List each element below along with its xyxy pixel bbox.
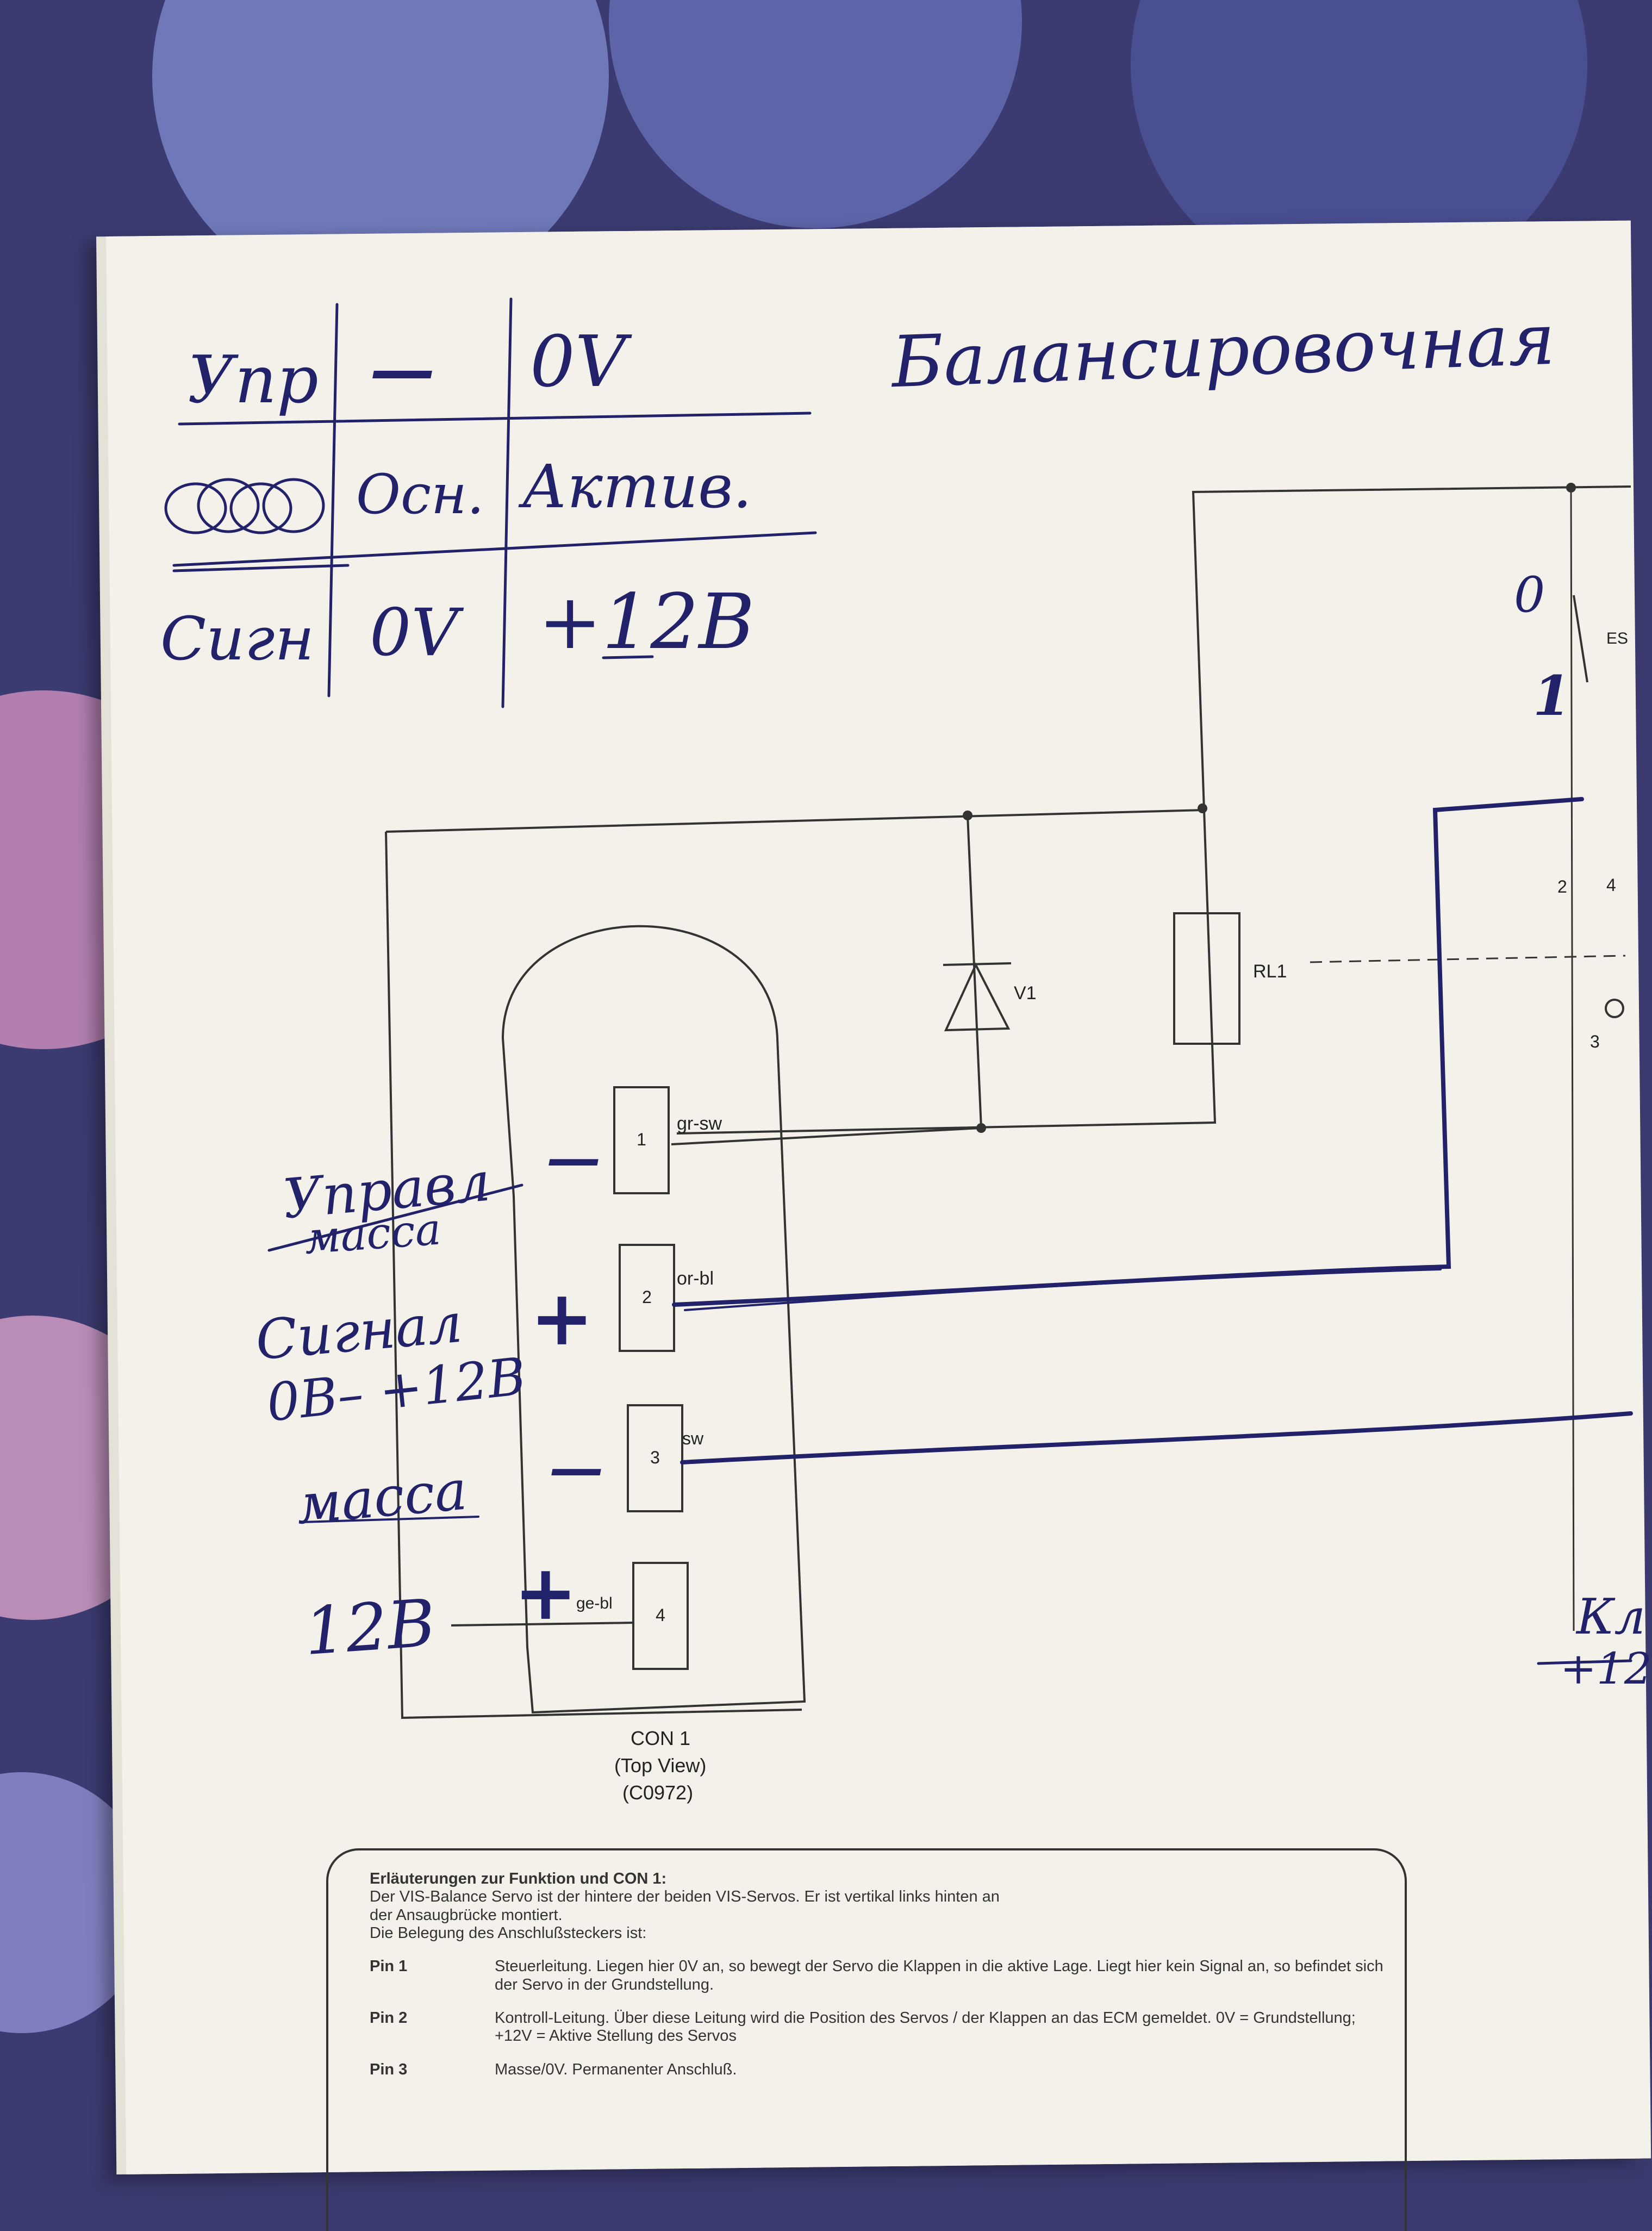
notes-pin-label: Pin 1: [370, 1958, 408, 1976]
ink-trace-pin2-b: [684, 1268, 1442, 1311]
connector-name: CON 1: [631, 1727, 691, 1749]
notes-pin-label: Pin 2: [370, 2009, 408, 2027]
notes-pin-text: Masse/0V. Permanenter Anschluß.: [495, 2060, 737, 2078]
relay-pin-3: 3: [1590, 1032, 1600, 1051]
relay-coil: [1173, 912, 1240, 1045]
wire-code-3: sw: [682, 1429, 704, 1448]
sign-pin-1: —: [546, 1126, 601, 1190]
ink-scribble: [164, 478, 325, 534]
ink-trace-pin2: [672, 797, 1584, 1307]
relay-pin-4: 4: [1606, 875, 1616, 895]
switch-pin-3: [1605, 999, 1624, 1018]
table-cell-r1c3: 0V: [530, 320, 626, 403]
ink-table-grid: [172, 297, 817, 708]
pin4-wire: [451, 1622, 634, 1626]
diode-label: V1: [1014, 983, 1037, 1004]
ink-trace-pin3: [680, 1411, 1633, 1465]
switch-label: ES: [1606, 630, 1629, 647]
right-edge-label-2: +12: [1560, 1643, 1652, 1694]
connector-code: (C0972): [622, 1781, 694, 1804]
notes-intro-1: Der VIS-Balance Servo ist der hintere de…: [370, 1888, 1000, 1906]
relay-label: RL1: [1253, 961, 1287, 982]
table-cell-r3c2: 0V: [370, 595, 459, 671]
supply-line: [1192, 485, 1631, 811]
notes-pin-text: Kontroll-Leitung. Über diese Leitung wir…: [495, 2009, 1356, 2045]
right-edge-label-1: Кл: [1576, 1588, 1645, 1646]
table-cell-r1c2: —: [370, 331, 435, 408]
pin-number-2: 2: [642, 1287, 652, 1307]
connector-view: (Top View): [614, 1754, 707, 1777]
wire-code-2: or-bl: [677, 1268, 714, 1289]
pin-box-2: [619, 1244, 675, 1352]
enclosure-outline: [385, 808, 1217, 1135]
table-cell-r3c1: Сигн: [160, 604, 315, 674]
sign-pin-3: —: [549, 1436, 603, 1500]
notes-text: Erläuterungen zur Funktion und CON 1: De…: [370, 1870, 1392, 2079]
switch-mark-1: 1: [1533, 664, 1571, 728]
relay-pin-2: 2: [1557, 877, 1567, 896]
side-label-ground: масса: [294, 1458, 470, 1537]
switch-mark-0: 0: [1514, 566, 1545, 624]
switch-contact: [1573, 595, 1588, 683]
notes-heading: Erläuterungen zur Funktion und CON 1:: [370, 1870, 667, 1887]
diode-symbol: [943, 962, 1012, 1032]
pin-box-4: [632, 1562, 689, 1670]
notes-box: [326, 1848, 1407, 2231]
handwritten-title: Балансировочная: [890, 297, 1557, 404]
sign-pin-4: +: [514, 1548, 578, 1637]
enclosure-left-edge: [385, 831, 802, 1719]
wire-code-4: ge-bl: [576, 1594, 613, 1612]
table-cell-r2c3: Актив.: [522, 452, 752, 521]
relay-link: [1310, 955, 1626, 963]
pin-number-1: 1: [637, 1130, 646, 1149]
notes-pin-text: Steuerleitung. Liegen hier 0V an, so bew…: [495, 1958, 1383, 1993]
notes-pin-label: Pin 3: [370, 2060, 408, 2078]
sign-pin-2: +: [530, 1274, 594, 1363]
notes-pin-row: Pin 3 Masse/0V. Permanenter Anschluß.: [370, 2061, 1392, 2079]
side-label-supply: 12B: [302, 1585, 438, 1671]
table-cell-r3c3: +12B: [538, 578, 755, 666]
notes-intro-2: der Ansaugbrücke montiert.: [370, 1906, 563, 1924]
diode-wire: [967, 815, 982, 1129]
notes-pin-row: Pin 2 Kontroll-Leitung. Über diese Leitu…: [370, 2009, 1392, 2046]
side-label-control-2: масса: [303, 1204, 443, 1264]
table-cell-r1c1: Упр: [188, 342, 319, 418]
notes-pin-row: Pin 1 Steuerleitung. Liegen hier 0V an, …: [370, 1958, 1392, 1994]
table-cell-r2c2: Осн.: [356, 463, 484, 526]
pin-box-3: [627, 1404, 683, 1512]
pin-number-3: 3: [650, 1448, 660, 1467]
pin1-wire: [671, 1127, 982, 1145]
pin-box-1: [613, 1086, 670, 1194]
wiring-schematic: [164, 297, 1633, 1719]
connector-outline: [501, 925, 806, 1714]
wire-code-1: gr-sw: [677, 1113, 722, 1134]
pin-number-4: 4: [656, 1605, 665, 1625]
notes-intro-3: Die Belegung des Anschlußsteckers ist:: [370, 1924, 647, 1942]
